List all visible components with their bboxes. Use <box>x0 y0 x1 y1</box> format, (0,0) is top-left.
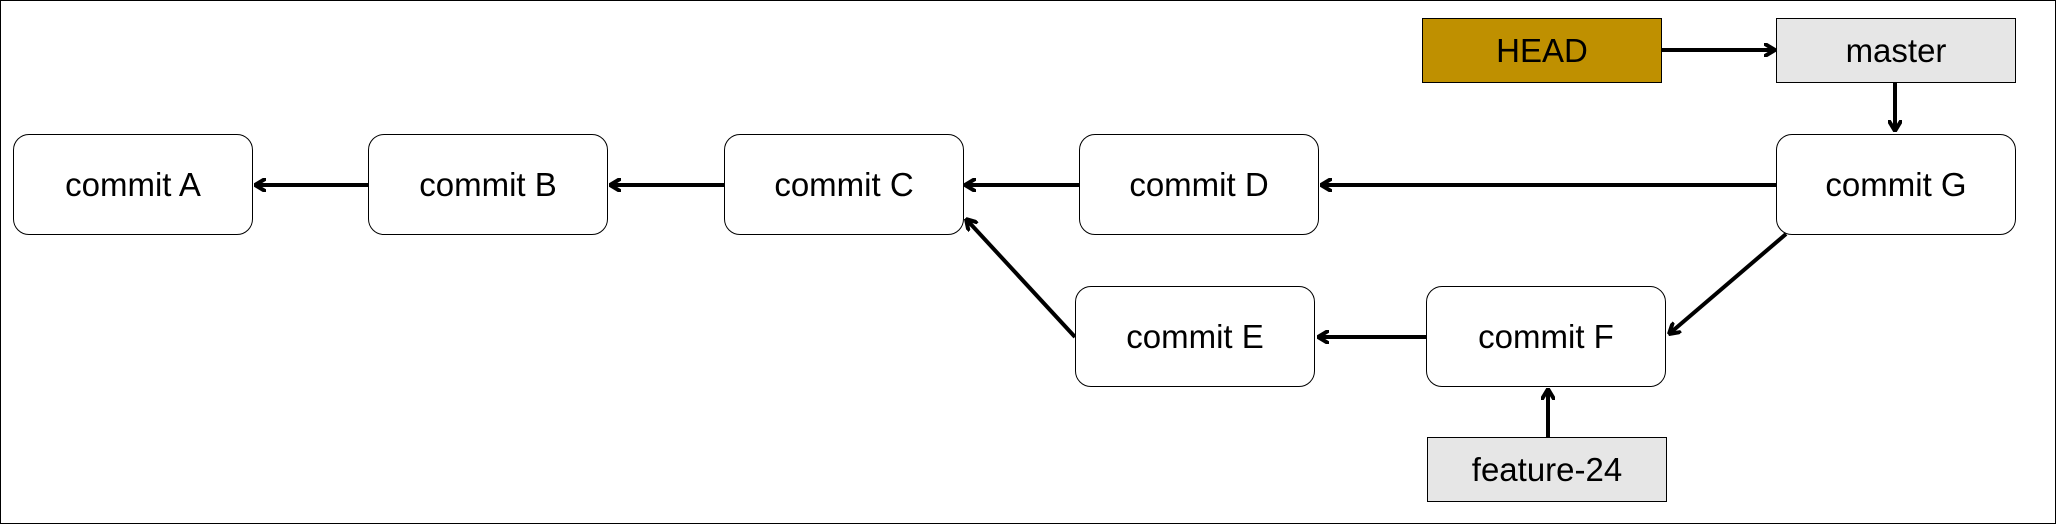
commit-b-node: commit B <box>368 134 608 235</box>
head-ref-label: HEAD <box>1422 18 1662 83</box>
commit-g-node: commit G <box>1776 134 2016 235</box>
edge-commit-g-to-commit-f <box>1669 232 1788 334</box>
commit-f-node: commit F <box>1426 286 1666 387</box>
feature-branch-label: feature-24 <box>1427 437 1667 502</box>
edge-commit-e-to-commit-c <box>966 219 1077 339</box>
master-branch-label: master <box>1776 18 2016 83</box>
commit-c-node: commit C <box>724 134 964 235</box>
commit-a-node: commit A <box>13 134 253 235</box>
commit-e-node: commit E <box>1075 286 1315 387</box>
commit-d-node: commit D <box>1079 134 1319 235</box>
